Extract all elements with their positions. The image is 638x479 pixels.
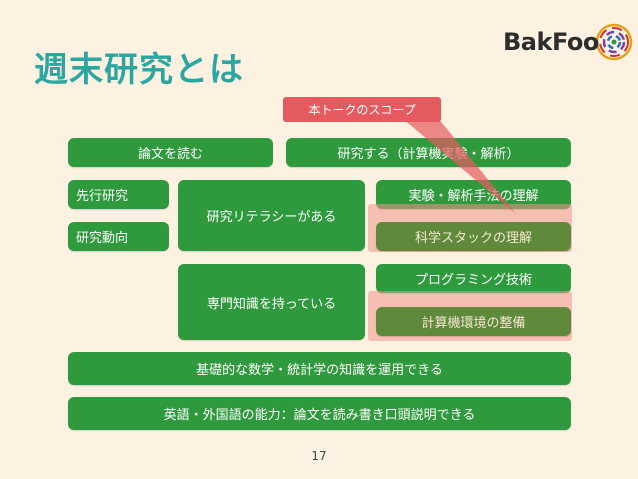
box-programming: プログラミング技術 bbox=[376, 264, 571, 293]
box-math-stats: 基礎的な数学・統計学の知識を運用できる bbox=[68, 352, 571, 385]
page-number: 17 bbox=[311, 449, 327, 463]
box-expertise: 専門知識を持っている bbox=[178, 264, 365, 340]
box-research-trends: 研究動向 bbox=[68, 222, 169, 251]
box-science-stack: 科学スタックの理解 bbox=[376, 222, 571, 251]
box-prior-work: 先行研究 bbox=[68, 180, 169, 209]
box-research: 研究する（計算機実験・解析） bbox=[286, 138, 571, 167]
bakfoo-logo-icon bbox=[595, 23, 633, 61]
bakfoo-logo bbox=[502, 18, 633, 64]
box-read-papers: 論文を読む bbox=[68, 138, 273, 167]
box-language: 英語・外国語の能力：論文を読み書き口頭説明できる bbox=[68, 397, 571, 430]
box-compute-env: 計算機環境の整備 bbox=[376, 307, 571, 336]
box-research-literacy: 研究リテラシーがある bbox=[178, 180, 365, 251]
logo-text: BakFoo bbox=[503, 28, 599, 56]
scope-callout: 本トークのスコープ bbox=[283, 97, 441, 122]
slide-title: 週末研究とは bbox=[34, 50, 244, 90]
